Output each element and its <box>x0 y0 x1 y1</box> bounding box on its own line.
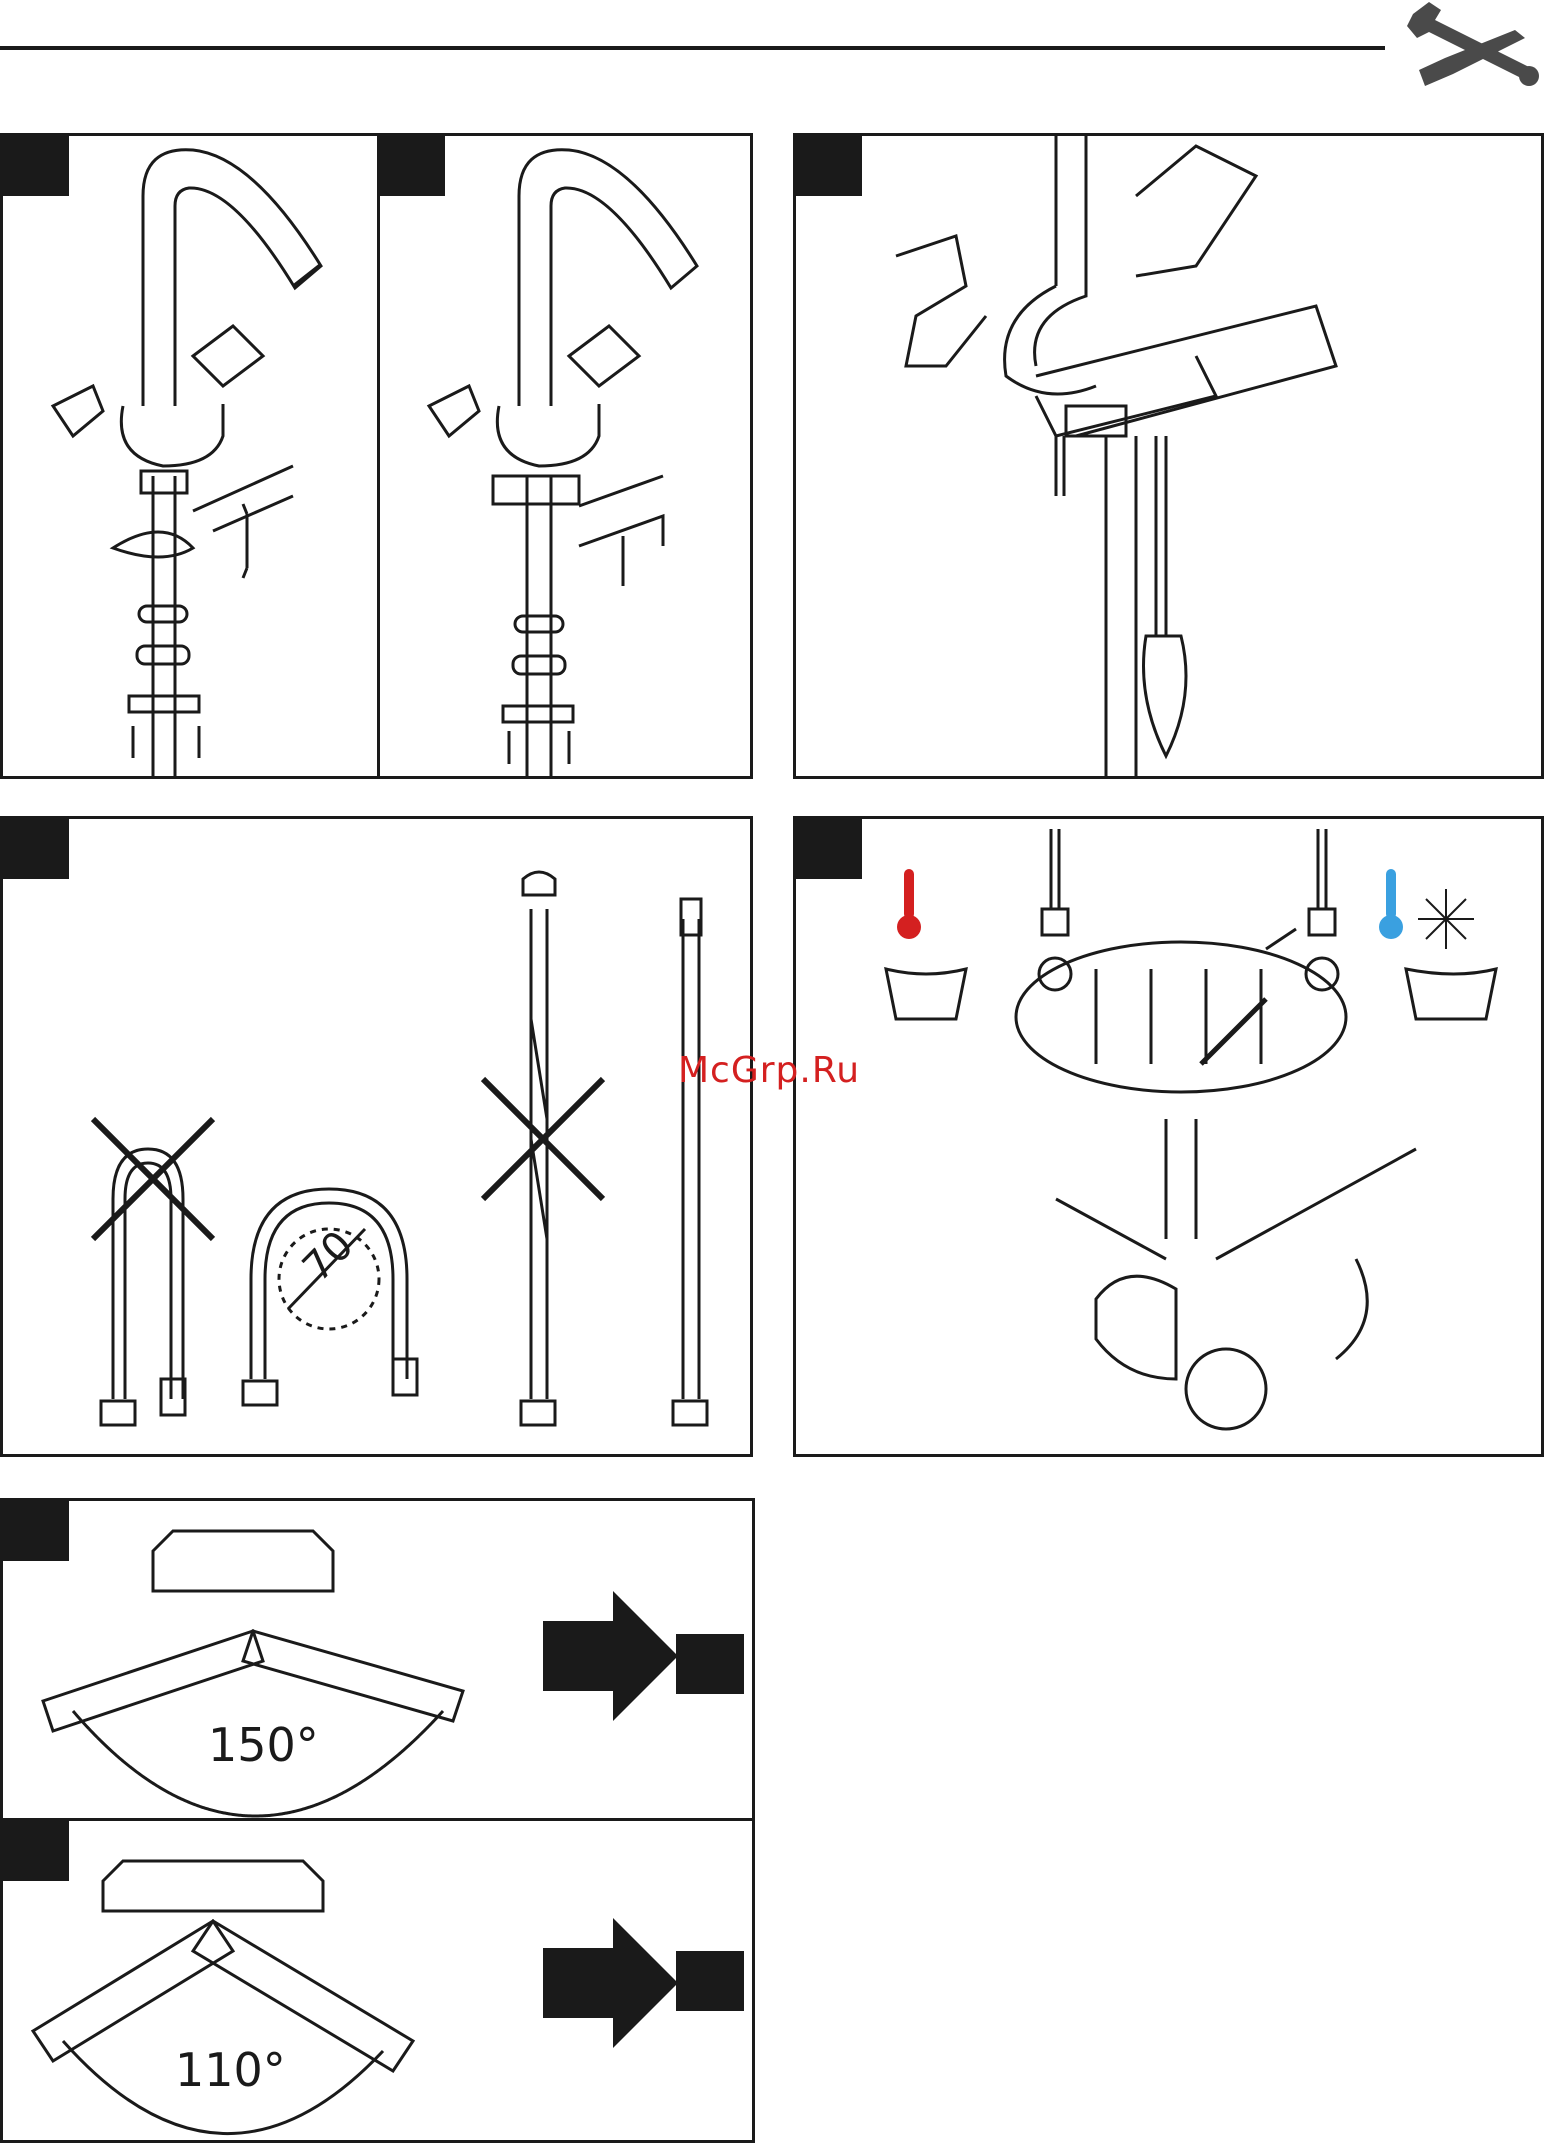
cold-water-icon <box>1379 869 1496 1019</box>
angle-label: 110° <box>175 2043 286 2097</box>
hot-water-icon <box>886 869 966 1019</box>
faucet-screwdriver-illustration <box>796 136 1544 779</box>
arrow-right-icon <box>543 1591 678 1721</box>
watermark: McGrp.Ru <box>678 1050 860 1091</box>
header-rule <box>0 46 1385 50</box>
step-reference-badge <box>676 1951 744 2011</box>
panel-swivel-110: 110° <box>0 1818 755 2143</box>
panel-connect-water <box>793 816 1544 1457</box>
hose-twisted-wrong-icon <box>483 872 603 1425</box>
panel-tighten-nut <box>793 133 1544 779</box>
faucet-clamp-illustration <box>53 150 321 776</box>
wrench-screwdriver-icon <box>1405 0 1544 92</box>
hose-straight-correct-icon <box>673 899 707 1425</box>
panel-hose-bending: 70 <box>0 816 753 1457</box>
no-sealing-tape-icon <box>1016 942 1346 1092</box>
arrow-right-icon <box>543 1918 678 2048</box>
angle-label: 150° <box>208 1718 319 1772</box>
panel-faucet-install <box>0 133 753 779</box>
bend-diameter-label: 70 <box>294 1222 363 1291</box>
hose-bent-wrong-icon <box>93 1119 213 1425</box>
faucet-spacer-illustration <box>429 150 697 776</box>
hose-bent-correct-icon <box>243 1189 417 1405</box>
wrench-connect-icon <box>1056 1119 1416 1429</box>
step-reference-badge <box>676 1634 744 1694</box>
panel-swivel-150: 150° <box>0 1498 755 1821</box>
